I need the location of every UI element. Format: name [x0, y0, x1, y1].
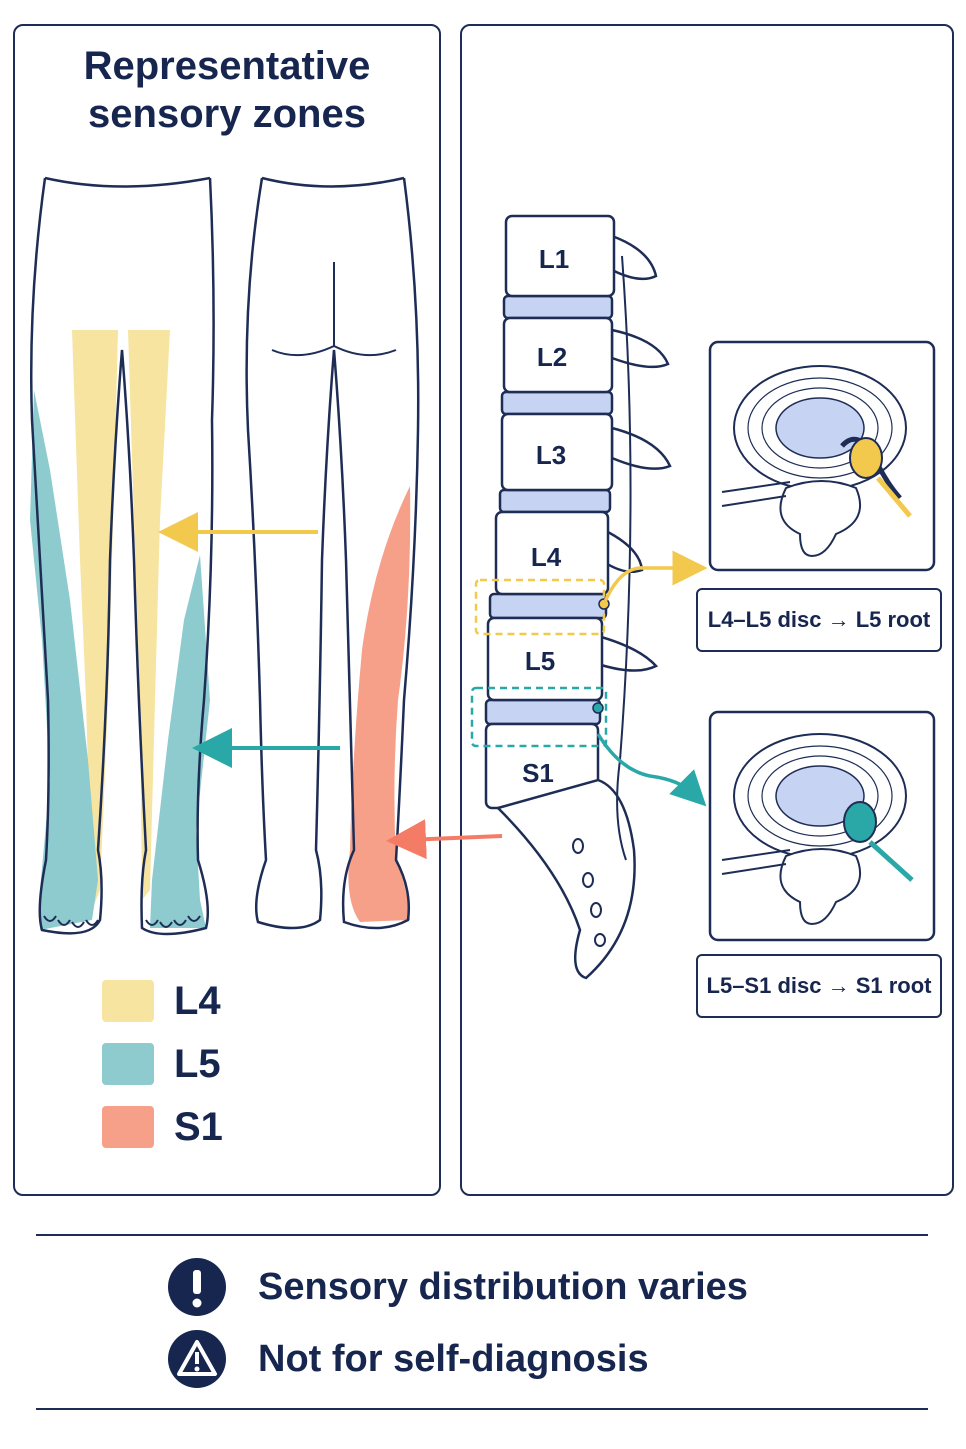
s1-arrow — [386, 819, 503, 860]
legend-label-s1: S1 — [174, 1104, 223, 1149]
legend-label-l4: L4 — [174, 978, 221, 1023]
vertebra-label-l2: L2 — [536, 342, 568, 372]
vertebra-label-l1: L1 — [538, 244, 570, 274]
legend-item-l5: L5 — [102, 1041, 221, 1087]
callout-l5-s1: L5–S1 disc → S1 root — [696, 954, 942, 1018]
disc-l5-s1 — [484, 698, 602, 726]
l5-zone-left-leg — [30, 390, 98, 930]
front-legs-figure — [29, 176, 215, 936]
legend-swatch-s1 — [102, 1106, 154, 1148]
warning-triangle-icon — [168, 1330, 226, 1388]
legend-swatch-l4 — [102, 980, 154, 1022]
vertebra-label-l3: L3 — [535, 440, 567, 470]
lower-axial-inset — [708, 710, 936, 942]
disc-l1-l2 — [502, 294, 614, 320]
note-text-variation: Sensory distribution varies — [258, 1265, 748, 1308]
bottom-divider — [36, 1408, 928, 1410]
note-variation: Sensory distribution varies — [168, 1258, 748, 1316]
upper-axial-inset — [708, 340, 936, 572]
l4-zone-right-leg — [128, 330, 170, 900]
vertebra-label-l5: L5 — [524, 646, 556, 676]
legend-item-l4: L4 — [102, 978, 221, 1024]
title-line-1: Representative — [83, 44, 371, 88]
diagram-title: Representative sensory zones — [13, 42, 441, 138]
l5-zone-right-leg — [150, 555, 210, 928]
note-text-disclaimer: Not for self-diagnosis — [258, 1337, 649, 1380]
legend-item-s1: S1 — [102, 1104, 223, 1150]
legend-label-l5: L5 — [174, 1041, 221, 1086]
l5-s1-highlight — [470, 686, 608, 748]
legend-swatch-l5 — [102, 1043, 154, 1085]
top-divider — [36, 1234, 928, 1236]
vertebra-label-s1: S1 — [522, 758, 554, 788]
disc-l3-l4 — [498, 488, 612, 514]
s1-zone-back-leg — [348, 486, 411, 922]
back-legs-figure — [245, 176, 420, 930]
lumbar-spine — [484, 214, 672, 980]
disc-l2-l3 — [500, 390, 614, 416]
note-disclaimer: Not for self-diagnosis — [168, 1330, 649, 1388]
exclamation-icon — [168, 1258, 226, 1316]
disc-l4-l5 — [488, 592, 608, 620]
callout-l4-l5: L4–L5 disc → L5 root — [696, 588, 942, 652]
l4-zone-left-leg — [72, 330, 118, 910]
title-line-2: sensory zones — [88, 92, 366, 136]
vertebra-label-l4: L4 — [530, 542, 562, 572]
